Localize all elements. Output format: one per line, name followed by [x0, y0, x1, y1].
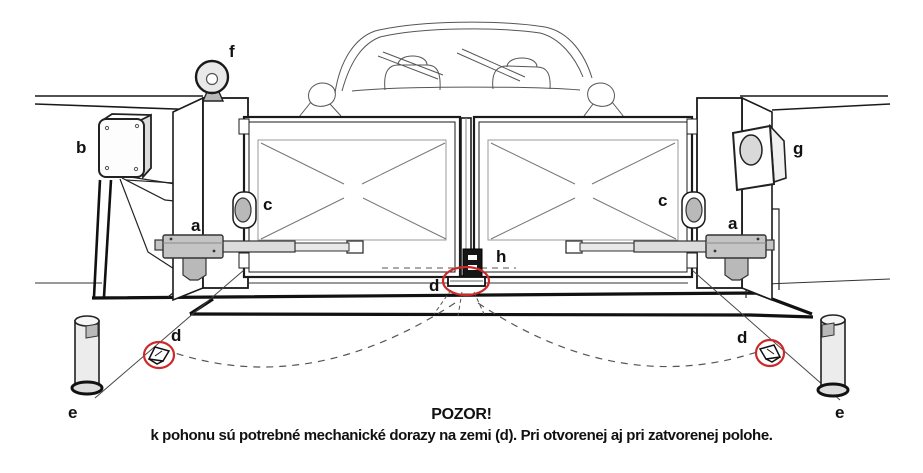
gate-left-cross-brace: [260, 142, 447, 240]
flashing-lamp: [194, 59, 230, 102]
actuator-right: [565, 234, 775, 281]
label-control-unit: b: [76, 138, 86, 157]
label-photocell-left: c: [263, 195, 272, 214]
center-stop-plate: [447, 276, 486, 287]
label-post-right: e: [835, 403, 844, 422]
label-stop-left: d: [171, 326, 181, 345]
label-key-switch: g: [793, 139, 803, 158]
stop-right: [758, 344, 782, 363]
label-stop-right: d: [737, 328, 747, 347]
car-outline: [298, 21, 625, 118]
hinge-bracket: [686, 118, 698, 135]
label-actuator-left: a: [191, 216, 201, 235]
stop-left: [147, 346, 171, 365]
label-photocell-right: c: [658, 191, 667, 210]
warning-title: POZOR!: [431, 406, 492, 423]
actuator-left: [154, 234, 364, 281]
open-position-lines: [94, 269, 841, 401]
post-right: [816, 314, 850, 398]
hinge-bracket: [238, 118, 250, 135]
hinge-bracket: [686, 252, 698, 269]
swing-arcs: [171, 302, 761, 368]
label-post-left: e: [68, 403, 77, 422]
wall-right: [740, 95, 891, 111]
highlight-circle-center-stop: [441, 265, 491, 297]
center-stop-rays: [433, 289, 485, 317]
wall-left: [34, 95, 204, 111]
label-stop-center: d: [429, 276, 439, 295]
gate-right-cross-brace: [490, 142, 677, 240]
photocell-left: [232, 191, 257, 229]
control-unit: [98, 113, 152, 180]
key-switch: [731, 123, 787, 192]
photocell-right: [681, 191, 706, 229]
label-actuator-right: a: [728, 214, 738, 233]
caption: POZOR! k pohonu sú potrebné mechanické d…: [0, 406, 923, 444]
highlight-circle-right-stop: [754, 338, 786, 368]
label-flashing-lamp: f: [229, 42, 235, 61]
label-center-lock: h: [496, 247, 506, 266]
post-left: [70, 315, 104, 396]
warning-text: k pohonu sú potrebné mechanické dorazy n…: [150, 427, 773, 444]
center-lock: [462, 248, 483, 279]
hinge-bracket: [238, 252, 250, 269]
highlight-circles: [142, 265, 786, 370]
highlight-circle-left-stop: [142, 340, 176, 370]
